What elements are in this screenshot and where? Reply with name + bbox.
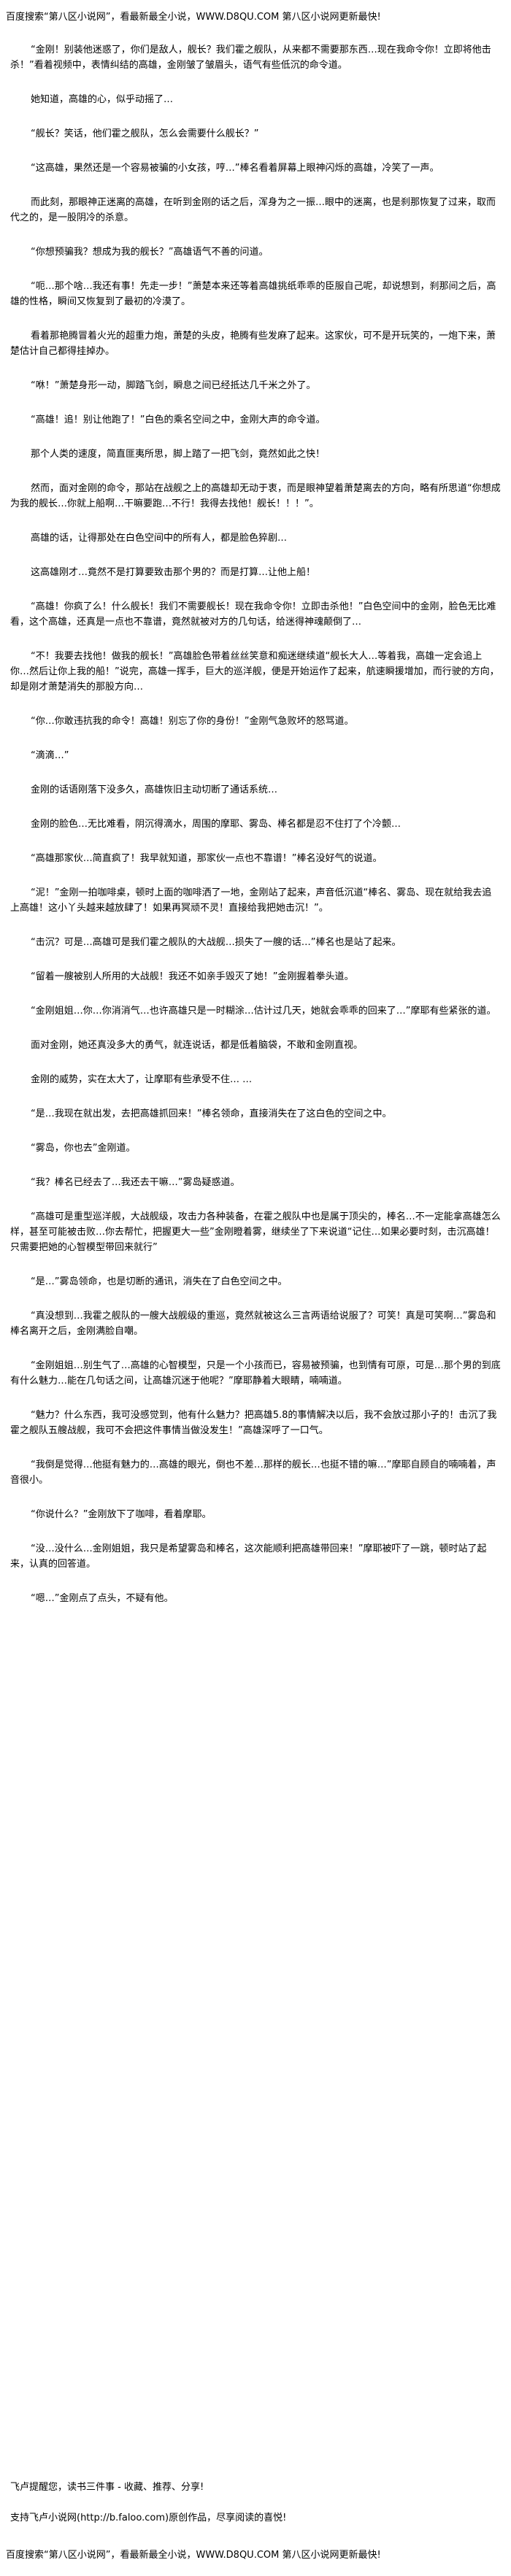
paragraph: “高雄！追！别让他跑了！”白色的乘名空间之中，金刚大声的命令道。 — [31, 414, 326, 425]
paragraph: 看着那艳腾冒着火光的超重力炮，萧楚的头皮，艳腾有些发麻了起来。这家伙，可不是开玩… — [10, 331, 496, 357]
reader-tip-text: 飞卢提醒您，读书三件事 - 收藏、推荐、分享! — [10, 2482, 204, 2493]
paragraph: 金刚的脸色…无比难看，阴沉得滴水，周围的摩耶、雾岛、棒名都是忍不住打了个冷颤… — [31, 819, 402, 830]
paragraph: “不！我要去找他！做我的舰长！”高雄脸色带着丝丝笑意和痴迷继续道“舰长大人…等着… — [10, 651, 499, 693]
paragraph: 她知道，高雄的心，似乎动摇了… — [31, 94, 174, 105]
paragraph: “高雄可是重型巡洋舰，大战舰级，攻击力各种装备，在霍之舰队中也是属于顶尖的，棒名… — [10, 1211, 501, 1253]
paragraph: “滴滴…” — [31, 750, 69, 761]
paragraph: “金刚姐姐…别生气了…高雄的心智模型，只是一个小孩而已，容易被预骗，也到情有可原… — [10, 1360, 501, 1387]
top-banner: 百度搜索“第八区小说网”，看最新最全小说，WWW.D8QU.COM 第八区小说网… — [6, 12, 381, 23]
paragraph: “留着一艘被别人所用的大战舰！我还不如亲手毁灭了她！”金刚握着拳头道。 — [31, 971, 354, 982]
paragraph: “真没想到…我霍之舰队的一艘大战舰级的重巡，竟然就被这么三言两语给说服了？可笑！… — [10, 1311, 496, 1337]
paragraph: “呃…那个啥…我还有事！先走一步！”萧楚本来还等着高雄挑纸乖乖的臣服自己呢，却说… — [10, 281, 496, 307]
support-text: 支持飞卢小说网(http://b.faloo.com)原创作品，尽享阅读的喜悦! — [10, 2513, 287, 2523]
paragraph: “泥！”金刚一拍咖啡桌，顿时上面的咖啡洒了一地，金刚站了起来，声音低沉道“棒名、… — [10, 887, 492, 914]
paragraph: “你说什么？”金刚放下了咖啡，看着摩耶。 — [31, 1509, 212, 1520]
paragraph: 那个人类的速度，简直匪夷所思，脚上踏了一把飞剑，竟然如此之快！ — [31, 449, 326, 460]
paragraph: “你…你敢违抗我的命令！高雄！别忘了你的身份！”金刚气急败坏的怒骂道。 — [31, 716, 354, 727]
bottom-banner: 百度搜索“第八区小说网”，看最新最全小说，WWW.D8QU.COM 第八区小说网… — [6, 2550, 381, 2561]
paragraph: “没…没什么…金刚姐姐，我只是希望雾岛和棒名，这次能顺利把高雄带回来！”摩耶被吓… — [10, 1543, 487, 1570]
paragraph: 高雄的话，让得那处在白色空间中的所有人，都是脸色猝剧… — [31, 533, 288, 544]
paragraph: 金刚的威势，实在太大了，让摩耶有些承受不住… … — [31, 1074, 253, 1085]
paragraph: 金刚的话语刚落下没多久，高雄恢旧主动切断了通话系统… — [31, 784, 278, 795]
paragraph: “高雄！你疯了么！什么舰长！我们不需要舰长！现在我命令你！立即击杀他！”白色空间… — [10, 601, 496, 628]
paragraph: “咻！”萧楚身形一动，脚踏飞剑，瞬息之间已经抵达几千米之外了。 — [31, 380, 316, 391]
paragraph: “金刚！别装他迷惑了，你们是敌人，舰长？我们霍之舰队，从来都不需要那东西…现在我… — [10, 45, 491, 71]
paragraph: “舰长？笑话，他们霍之舰队，怎么会需要什么舰长？” — [31, 128, 259, 139]
paragraph: “雾岛，你也去”金刚道。 — [31, 1143, 136, 1154]
paragraph: 然而，面对金刚的命令，那站在战舰之上的高雄却无动于衷，而是眼神望着萧楚离去的方向… — [10, 483, 501, 509]
paragraph: “嗯…”金刚点了点头，不疑有他。 — [31, 1593, 174, 1604]
paragraph: “高雄那家伙…简直疯了！我早就知道，那家伙一点也不靠谱！”棒名没好气的说道。 — [31, 853, 383, 864]
paragraph: “击沉？可是…高雄可是我们霍之舰队的大战舰…损失了一艘的话…”棒名也是站了起来。 — [31, 937, 402, 948]
paragraph: 面对金刚，她还真没多大的勇气，就连说话，都是低着脑袋，不敢和金刚直视。 — [31, 1040, 364, 1051]
paragraph: “我倒是觉得…他挺有魅力的…高雄的眼光，倒也不差…那样的舰长…也挺不错的嘛…”摩… — [10, 1459, 496, 1486]
paragraph: “金刚姐姐…你…你消消气…也许高雄只是一时糊涂…估计过几天，她就会乖乖的回来了…… — [31, 1006, 496, 1017]
paragraph: “魅力？什么东西，我可没感觉到，他有什么魅力？把高雄5.8的事情解决以后，我不会… — [10, 1410, 497, 1436]
chapter-body: “金刚！别装他迷惑了，你们是敌人，舰长？我们霍之舰队，从来都不需要那东西…现在我… — [10, 42, 501, 1625]
paragraph: “这高雄，果然还是一个容易被骗的小女孩，哼…”棒名看着屏幕上眼神闪烁的高雄，冷笑… — [31, 163, 439, 174]
paragraph: “是…”雾岛领命，也是切断的通讯，消失在了白色空间之中。 — [31, 1276, 288, 1287]
paragraph: “是…我现在就出发，去把高雄抓回来！”棒名领命，直接消失在了这白色的空间之中。 — [31, 1108, 392, 1119]
paragraph: “你想预骗我？想成为我的舰长？”高雄语气不善的问道。 — [31, 247, 269, 258]
paragraph: “我？棒名已经去了…我还去干嘛…”雾岛疑惑道。 — [31, 1177, 240, 1188]
paragraph: 而此刻，那眼神正迷离的高雄，在听到金刚的话之后，浑身为之一振…眼中的迷离，也是刹… — [10, 197, 496, 223]
paragraph: 这高雄刚才…竟然不是打算要致击那个男的？而是打算…让他上船！ — [31, 567, 316, 578]
